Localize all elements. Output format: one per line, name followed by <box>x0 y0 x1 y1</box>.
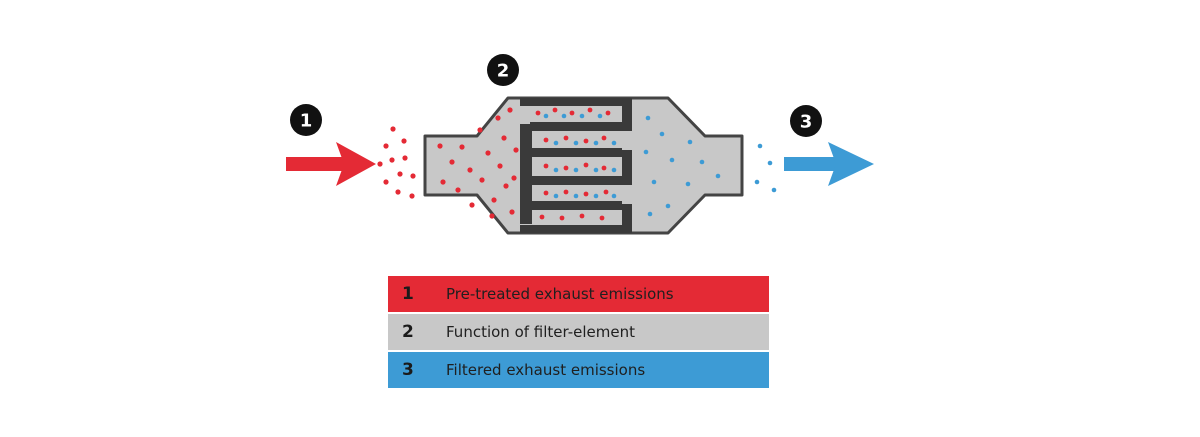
legend-row-2: 2 Function of filter-element <box>388 314 769 350</box>
legend: 1 Pre-treated exhaust emissions 2 Functi… <box>388 276 769 390</box>
marker-2: 2 <box>487 54 519 86</box>
outlet-arrow <box>784 142 874 186</box>
legend-label-1: Pre-treated exhaust emissions <box>446 285 674 303</box>
legend-row-1: 1 Pre-treated exhaust emissions <box>388 276 769 312</box>
dirty-particles <box>437 107 519 219</box>
inlet-particles <box>377 126 416 199</box>
marker-2-label: 2 <box>497 61 510 82</box>
filter-element <box>520 98 632 233</box>
clean-particles <box>543 113 721 217</box>
legend-label-3: Filtered exhaust emissions <box>446 361 646 379</box>
marker-1: 1 <box>290 104 322 136</box>
marker-1-label: 1 <box>300 111 313 132</box>
channel-dirty-particles <box>535 107 611 221</box>
inlet-arrow <box>286 142 376 186</box>
legend-number-1: 1 <box>402 284 414 304</box>
filter-housing <box>423 96 744 235</box>
legend-number-2: 2 <box>402 322 414 342</box>
outlet-particles <box>754 143 777 193</box>
marker-3-label: 3 <box>800 112 813 133</box>
legend-label-2: Function of filter-element <box>446 323 635 341</box>
legend-number-3: 3 <box>402 360 414 380</box>
marker-3: 3 <box>790 105 822 137</box>
legend-row-3: 3 Filtered exhaust emissions <box>388 352 769 388</box>
